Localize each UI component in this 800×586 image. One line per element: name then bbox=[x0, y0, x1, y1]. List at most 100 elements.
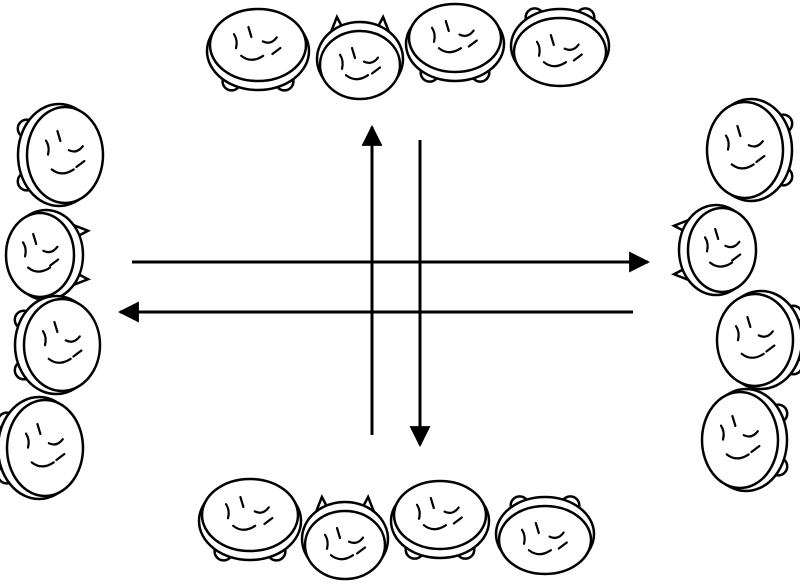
face-feature bbox=[240, 54, 265, 61]
face-feature bbox=[549, 33, 555, 47]
face-feature bbox=[467, 39, 478, 48]
face-feature bbox=[724, 240, 741, 249]
face-feature bbox=[72, 349, 83, 358]
face bbox=[200, 477, 300, 553]
face-feature bbox=[548, 531, 565, 540]
face-feature bbox=[452, 516, 463, 525]
face-feature bbox=[335, 526, 342, 540]
face-feature bbox=[527, 549, 552, 556]
face-feature bbox=[42, 245, 59, 254]
face-feature bbox=[755, 154, 766, 164]
face-feature bbox=[55, 452, 66, 462]
face-feature bbox=[50, 168, 75, 175]
face-feature bbox=[263, 516, 274, 526]
left-bear-head bbox=[0, 395, 85, 501]
right-bear-head bbox=[715, 289, 800, 391]
face bbox=[407, 2, 503, 74]
face-feature bbox=[736, 124, 742, 138]
face-feature bbox=[239, 495, 245, 509]
face-feature bbox=[329, 554, 355, 561]
bottom-bear-head bbox=[494, 495, 596, 576]
face-feature bbox=[724, 134, 730, 151]
right-bear-head bbox=[705, 97, 794, 203]
face bbox=[25, 105, 105, 205]
face-feature bbox=[24, 432, 30, 449]
face-feature bbox=[350, 46, 357, 60]
face-feature bbox=[714, 227, 720, 241]
face bbox=[208, 7, 308, 83]
face-feature bbox=[725, 453, 750, 460]
face bbox=[5, 398, 85, 498]
right-cat-head bbox=[671, 203, 758, 297]
face-feature bbox=[224, 503, 230, 520]
face bbox=[715, 292, 795, 388]
face-feature bbox=[534, 521, 540, 535]
face-feature bbox=[232, 33, 238, 50]
face-feature bbox=[750, 444, 761, 454]
face-feature bbox=[742, 430, 759, 438]
left-cat-head bbox=[4, 208, 91, 302]
face-feature bbox=[47, 438, 64, 446]
face-feature bbox=[429, 496, 435, 510]
face-feature bbox=[422, 524, 447, 531]
arrow-group bbox=[117, 124, 651, 448]
face-feature bbox=[344, 74, 370, 81]
face-feature bbox=[253, 506, 270, 514]
face-feature bbox=[64, 335, 81, 343]
face-feature bbox=[572, 53, 583, 62]
top-bear-head bbox=[509, 7, 611, 88]
face-feature bbox=[347, 536, 365, 545]
face bbox=[22, 297, 102, 393]
face-feature bbox=[757, 330, 774, 338]
face-feature bbox=[323, 533, 329, 550]
left-bear-head bbox=[16, 102, 105, 208]
face-feature bbox=[232, 524, 257, 531]
bottom-cat-head bbox=[300, 494, 390, 581]
face-feature bbox=[67, 145, 84, 153]
face-feature bbox=[271, 46, 282, 56]
face-feature bbox=[430, 26, 436, 43]
face-feature bbox=[703, 236, 709, 253]
face-feature bbox=[247, 25, 253, 39]
face-feature bbox=[41, 330, 47, 347]
face-feature bbox=[49, 258, 60, 267]
face-feature bbox=[731, 414, 737, 428]
face bbox=[705, 100, 785, 200]
face-feature bbox=[765, 344, 776, 353]
face-feature bbox=[338, 53, 344, 70]
top-cat-head bbox=[315, 14, 405, 101]
face-feature bbox=[747, 140, 764, 148]
face-feature bbox=[47, 357, 72, 364]
face-feature bbox=[443, 506, 460, 515]
face-feature bbox=[458, 29, 475, 38]
face-feature bbox=[56, 129, 62, 143]
face bbox=[512, 16, 608, 88]
face-feature bbox=[44, 139, 50, 156]
face bbox=[686, 206, 758, 294]
face-feature bbox=[734, 325, 740, 342]
face-feature bbox=[261, 36, 278, 44]
face-feature bbox=[730, 163, 755, 170]
face bbox=[303, 509, 387, 581]
face-feature bbox=[535, 40, 541, 57]
face-feature bbox=[563, 43, 580, 52]
face-feature bbox=[719, 424, 725, 441]
face-feature bbox=[557, 541, 568, 550]
face-feature bbox=[36, 422, 42, 436]
face bbox=[700, 390, 780, 490]
face-feature bbox=[520, 528, 526, 545]
face-feature bbox=[53, 320, 59, 334]
face-feature bbox=[740, 352, 765, 359]
right-bear-head bbox=[700, 387, 789, 493]
face bbox=[497, 504, 593, 576]
face bbox=[4, 211, 76, 299]
face-feature bbox=[21, 241, 27, 258]
bottom-bear-head bbox=[389, 479, 491, 560]
face-feature bbox=[542, 61, 567, 68]
top-bear-head bbox=[404, 2, 506, 83]
face-feature bbox=[746, 315, 752, 329]
face-feature bbox=[731, 253, 742, 262]
face-feature bbox=[370, 66, 382, 75]
